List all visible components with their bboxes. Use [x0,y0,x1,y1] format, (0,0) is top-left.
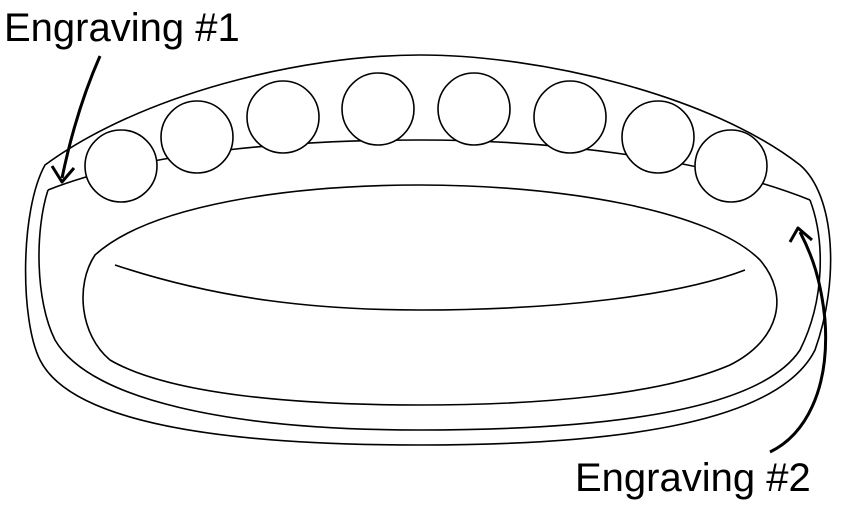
engraving-1-arrowhead [50,165,76,184]
engraving-2-label: Engraving #2 [575,456,811,500]
stone-6 [533,80,607,154]
stone-8 [694,129,768,203]
stone-7 [621,100,695,174]
engraving-1-label: Engraving #1 [4,6,240,50]
stone-5 [437,72,511,146]
stone-3 [246,80,320,154]
engraving-2-arrowhead [788,226,813,243]
stones-group [84,72,768,203]
stone-4 [341,72,415,146]
ring-inner-opening [82,184,778,406]
ring-outer-edge [24,54,832,446]
stone-1 [84,129,158,203]
engraving-2-arrow [769,231,828,454]
ring-thickness-edge [38,189,822,431]
stone-2 [160,100,234,174]
ring-inner-band-edge [114,264,746,311]
engraving-1-arrow [60,55,102,179]
